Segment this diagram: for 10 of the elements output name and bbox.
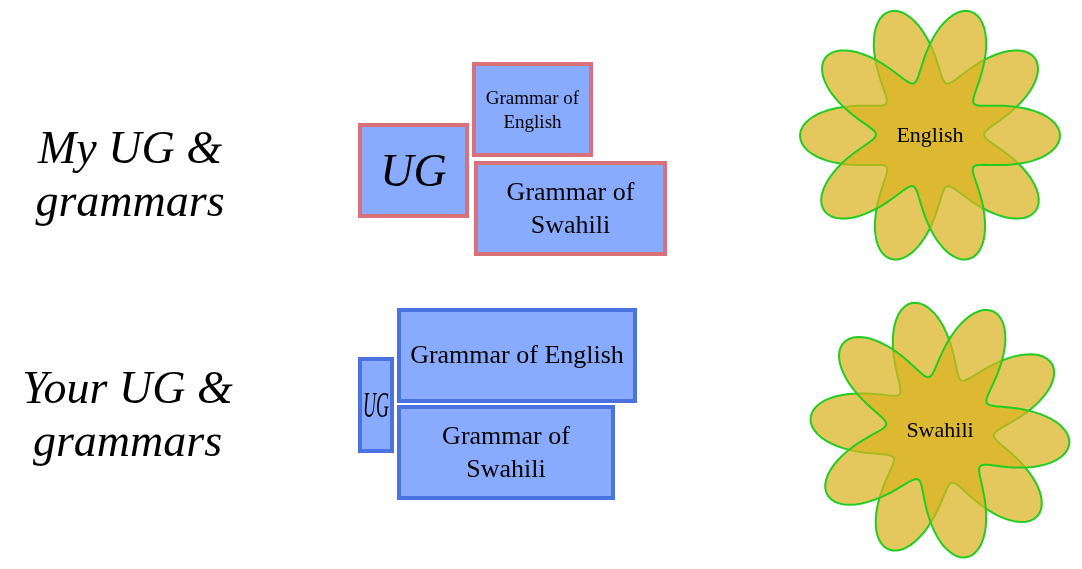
grammar-box: UG [358,123,469,218]
shape-label: English [896,122,964,148]
grammar-box: Grammar of English [397,308,637,403]
row-heading: My UG & grammars [34,122,226,228]
grammar-box: UG [358,357,394,453]
grammar-box: Grammar of Swahili [397,405,615,500]
row-heading: Your UG & grammars [21,362,234,468]
grammar-box: Grammar of Swahili [474,161,667,256]
shape-label: Swahili [906,417,974,443]
grammar-box: Grammar of English [472,62,593,157]
